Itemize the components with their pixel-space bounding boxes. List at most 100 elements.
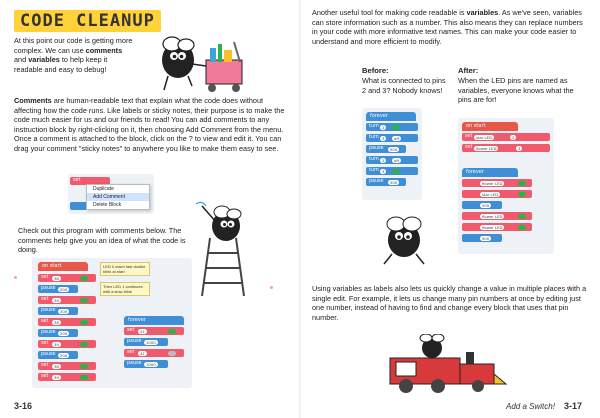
turn-on-block[interactable]: flower LED <box>462 179 532 187</box>
variable-name[interactable]: flower LED <box>474 145 499 151</box>
toggle-on-icon[interactable] <box>392 168 400 174</box>
toggle-on-icon[interactable] <box>168 328 176 334</box>
menu-item-add-comment[interactable]: Add Comment <box>87 193 149 201</box>
set-block[interactable]: set <box>70 177 110 185</box>
pause-block[interactable] <box>70 202 96 210</box>
pin-value[interactable]: 41 <box>138 328 147 334</box>
pin-value[interactable]: 3 <box>380 135 387 141</box>
pin-value[interactable]: 2 <box>380 157 387 163</box>
left-page: CODE CLEANUP At this point our code is g… <box>14 10 285 411</box>
menu-item-delete-block[interactable]: Delete Block <box>93 202 122 208</box>
forever-block[interactable]: forever <box>462 168 518 177</box>
on-start-block[interactable]: on start <box>462 122 518 131</box>
variable-value[interactable]: 3 <box>516 145 523 151</box>
intro-paragraph: At this point our code is getting more c… <box>14 36 133 74</box>
pause-block[interactable]: 500 <box>462 201 502 209</box>
pause-value[interactable]: 1000 <box>144 339 158 345</box>
pin-value[interactable]: 38 <box>52 319 61 325</box>
decorative-dot <box>270 286 273 289</box>
off-value[interactable]: off <box>392 135 401 141</box>
pin-value[interactable]: 2 <box>380 124 387 130</box>
footer-chapter-title: Add a Switch! <box>506 402 555 411</box>
toggle-on-icon[interactable] <box>80 275 88 281</box>
variable-name[interactable]: flower LED <box>480 213 505 219</box>
pin-value[interactable]: 38 <box>52 363 61 369</box>
fly-pushing-cart-illustration <box>162 36 243 92</box>
variable-name[interactable]: flower LED <box>480 180 505 186</box>
variable-name[interactable]: flower LED <box>480 224 505 230</box>
fly-on-ladder-illustration <box>196 201 245 297</box>
turn-on-block[interactable]: flower LED <box>462 212 532 220</box>
pin-value[interactable]: 39 <box>52 374 61 380</box>
variable-name[interactable]: star LED <box>474 134 494 140</box>
pause-value[interactable]: 500 <box>388 179 400 185</box>
forever-block[interactable]: forever <box>366 112 416 121</box>
on-start-block[interactable]: on start <box>38 262 88 271</box>
toggle-on-icon[interactable] <box>518 213 526 219</box>
forever-block[interactable]: forever <box>124 316 184 325</box>
variable-value[interactable]: 2 <box>510 134 517 140</box>
turn-off-block[interactable]: star LED <box>462 190 532 198</box>
toggle-on-icon[interactable] <box>80 363 88 369</box>
page-number: 3-16 <box>14 401 33 411</box>
toggle-on-icon[interactable] <box>518 224 526 230</box>
toggle-on-icon[interactable] <box>518 180 526 186</box>
pause-block[interactable]: 500 <box>462 234 502 242</box>
pin-value[interactable]: 41 <box>138 350 147 356</box>
pin-value[interactable]: 3 <box>380 168 387 174</box>
pause-value[interactable]: 200 <box>58 308 70 314</box>
toggle-on-icon[interactable] <box>518 191 526 197</box>
toggle-on-icon[interactable] <box>80 374 88 380</box>
pin-value[interactable]: 38 <box>52 275 61 281</box>
comments-paragraph: Comments are human-readable text that ex… <box>14 96 285 153</box>
turn-off-block[interactable]: flower LED <box>462 223 532 231</box>
book-gutter <box>299 0 301 418</box>
pause-value[interactable]: 1000 <box>144 361 158 367</box>
pause-value[interactable]: 500 <box>480 202 492 208</box>
variables-paragraph: Another useful tool for making code read… <box>312 8 583 46</box>
comment-note[interactable]: LED 0 down fast double blink at start <box>100 262 150 276</box>
fly-driving-train-illustration <box>389 334 508 393</box>
commented-program: on start LED 0 down fast double blink at… <box>32 258 192 388</box>
variable-name[interactable]: star LED <box>480 191 500 197</box>
toggle-on-icon[interactable] <box>80 319 88 325</box>
comment-note[interactable]: Then LED 1 continues with a slow blink <box>100 282 150 296</box>
pause-value[interactable]: 500 <box>388 146 400 152</box>
toggle-on-icon[interactable] <box>80 341 88 347</box>
pause-value[interactable]: 200 <box>58 330 70 336</box>
toggle-on-icon[interactable] <box>392 124 400 130</box>
pin-value[interactable]: 39 <box>52 297 61 303</box>
context-menu: Duplicate Add Comment Delete Block <box>86 184 150 210</box>
pause-value[interactable]: 200 <box>58 352 70 358</box>
pin-value[interactable]: 39 <box>52 341 61 347</box>
toggle-off-icon[interactable] <box>168 350 176 356</box>
off-value[interactable]: off <box>392 157 401 163</box>
pause-value[interactable]: 200 <box>58 286 70 292</box>
toggle-on-icon[interactable] <box>80 297 88 303</box>
menu-item-duplicate[interactable]: Duplicate <box>93 186 114 192</box>
pause-value[interactable]: 500 <box>480 235 492 241</box>
